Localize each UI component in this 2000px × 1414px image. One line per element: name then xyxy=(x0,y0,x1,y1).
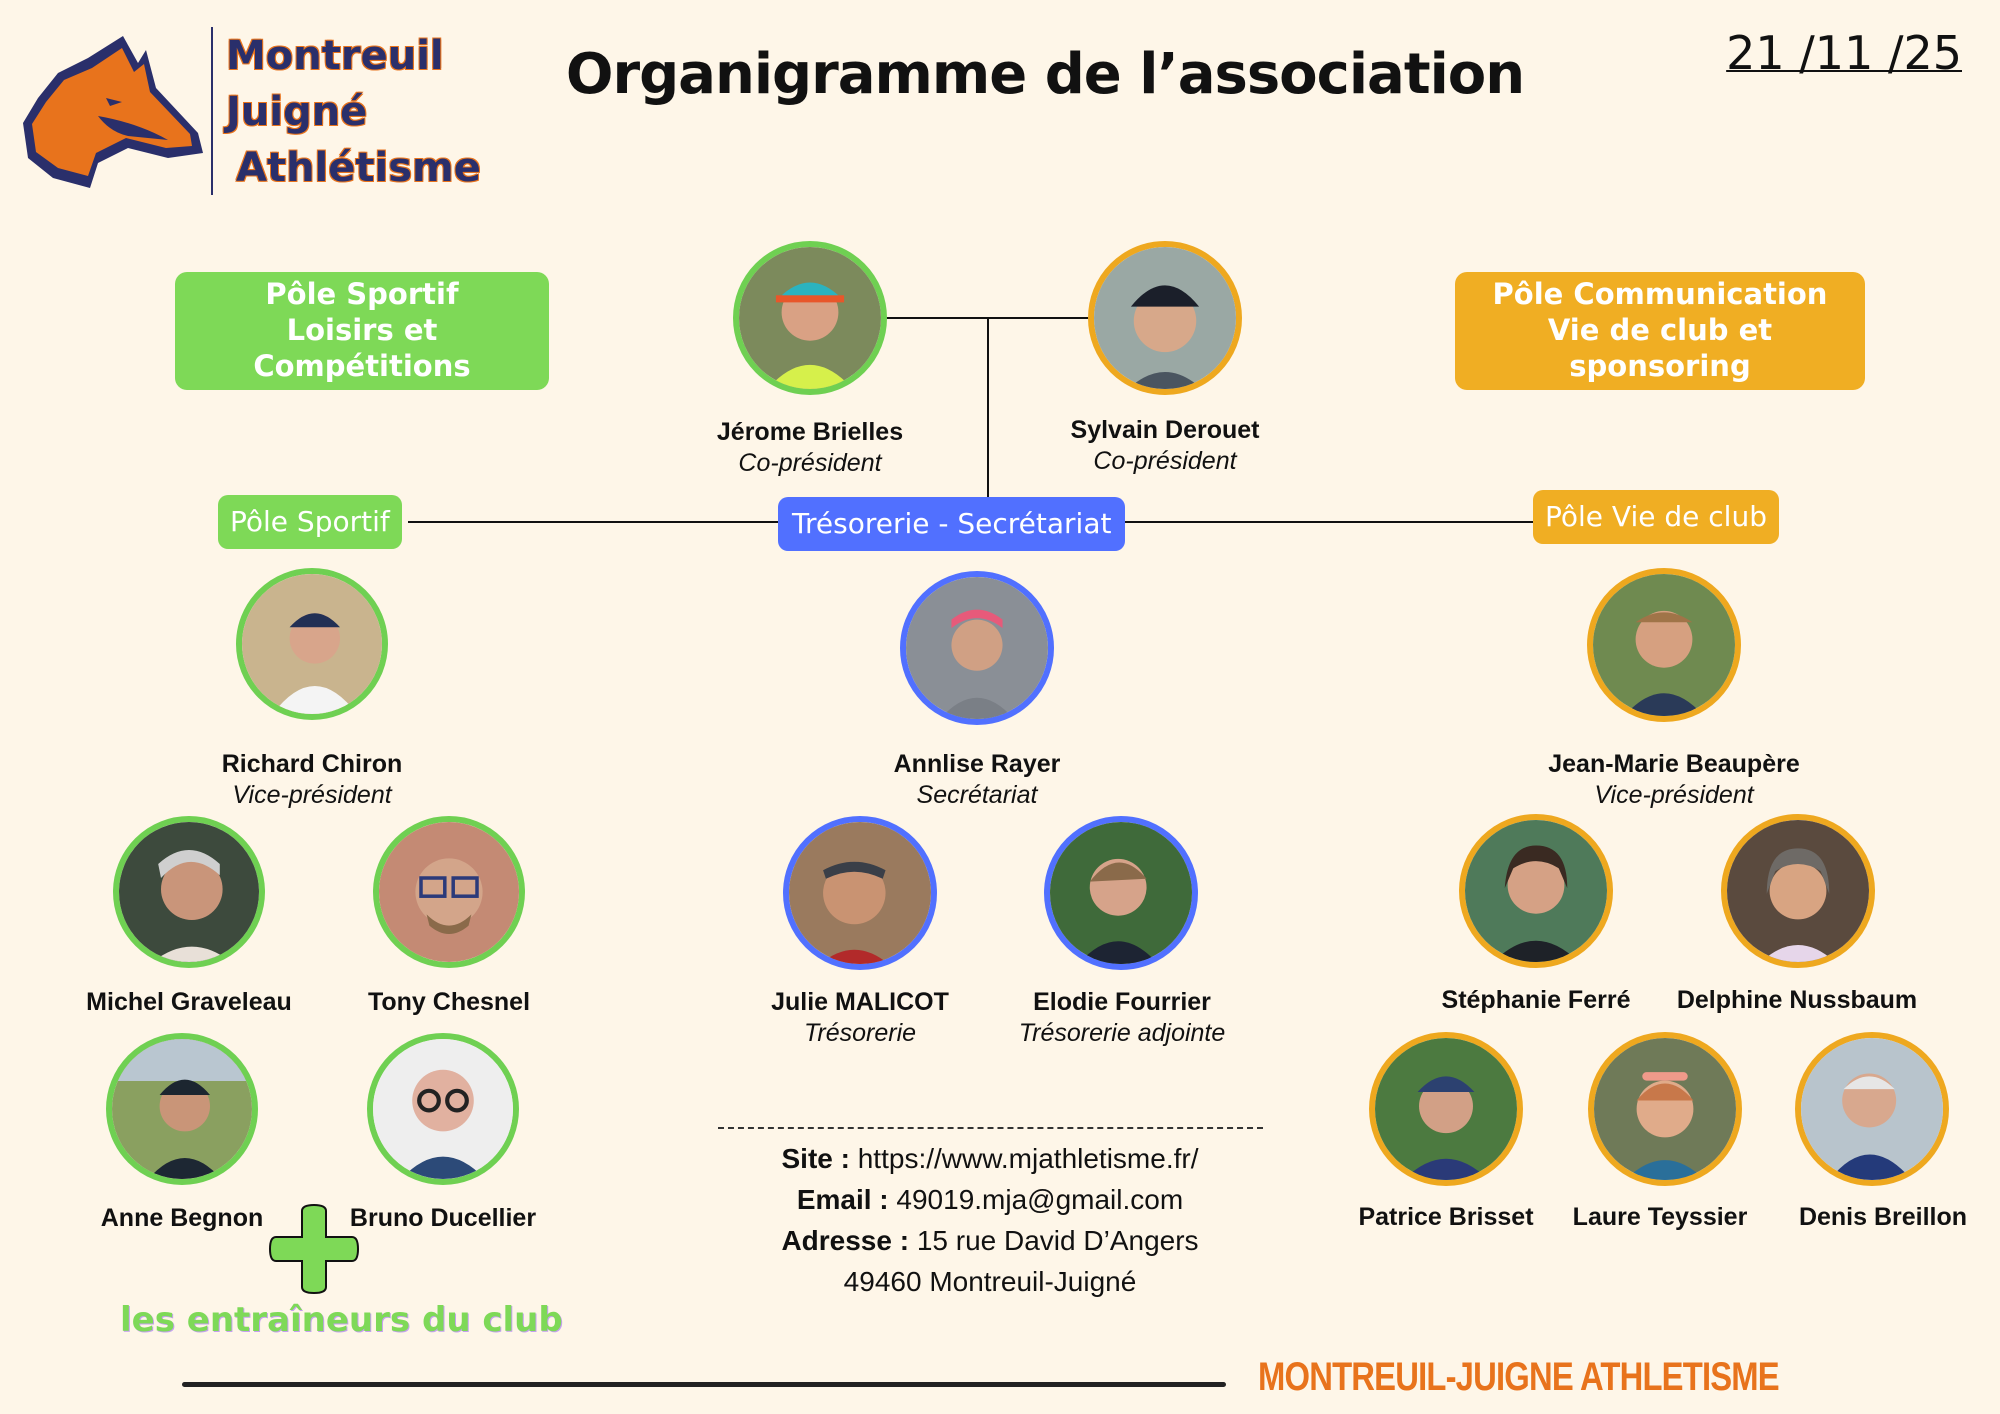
contact-divider xyxy=(718,1127,1263,1129)
coaches-note: les entraîneurs du club xyxy=(120,1300,563,1340)
address-line-2: 49460 Montreuil-Juigné xyxy=(843,1266,1137,1297)
person-name: Michel Graveleau xyxy=(86,988,292,1016)
person-anne-begnon: Anne Begnon xyxy=(32,1202,332,1234)
contact-site: Site : https://www.mjathletisme.fr/ xyxy=(720,1138,1260,1179)
pole-sport-header-line-1: Pôle Sportif xyxy=(265,277,459,311)
treasury-secretariat-badge: Trésorerie - Secrétariat xyxy=(778,497,1126,551)
site-link[interactable]: https://www.mjathletisme.fr/ xyxy=(857,1143,1199,1174)
person-laure-teyssier: Laure Teyssier xyxy=(1510,1201,1810,1233)
person-name: Patrice Brisset xyxy=(1358,1203,1534,1231)
footer-divider xyxy=(182,1382,1226,1387)
person-role: Trésorerie adjointe xyxy=(1018,1019,1226,1047)
person-role: Co-président xyxy=(1093,447,1237,475)
logo-line-3: Athlétisme xyxy=(236,145,481,191)
avatar-bruno-ducellier xyxy=(367,1033,519,1185)
person-patrice-brisset: Patrice Brisset xyxy=(1296,1201,1596,1233)
logo-divider xyxy=(211,27,213,195)
person-delphine-nussbaum: Delphine Nussbaum xyxy=(1647,984,1947,1016)
person-annlise-rayer: Annlise Rayer Secrétariat xyxy=(827,748,1127,810)
avatar-michel-graveleau xyxy=(113,816,265,968)
site-label: Site : xyxy=(781,1143,850,1174)
pole-communication-header: Pôle Communication Vie de club et sponso… xyxy=(1455,272,1865,390)
contact-info: Site : https://www.mjathletisme.fr/ Emai… xyxy=(720,1138,1260,1302)
vertical-connector xyxy=(987,318,989,498)
person-name: Sylvain Derouet xyxy=(1070,416,1260,444)
logo-line-1: Montreuil xyxy=(226,33,444,79)
person-name: Richard Chiron xyxy=(221,750,403,778)
person-name: Laure Teyssier xyxy=(1572,1203,1748,1231)
address-label: Adresse : xyxy=(781,1225,910,1256)
avatar-delphine-nussbaum xyxy=(1721,814,1875,968)
pole-sport-badge: Pôle Sportif xyxy=(218,495,402,549)
person-bruno-ducellier: Bruno Ducellier xyxy=(293,1202,593,1234)
person-julie-malicot: Julie MALICOT Trésorerie xyxy=(710,986,1010,1048)
date-label: 21 /11 /25 xyxy=(1726,26,1962,80)
person-tony-chesnel: Tony Chesnel xyxy=(299,986,599,1018)
address-line-1: 15 rue David D’Angers xyxy=(916,1225,1199,1256)
pole-communication-header-line-1: Pôle Communication xyxy=(1492,277,1828,311)
person-jean-marie-beaupere: Jean-Marie Beaupère Vice-président xyxy=(1524,748,1824,810)
person-name: Anne Begnon xyxy=(100,1204,264,1232)
person-role: Vice-président xyxy=(232,781,392,809)
person-name: Jérome Brielles xyxy=(716,418,904,446)
email-label: Email : xyxy=(796,1184,889,1215)
person-name: Bruno Ducellier xyxy=(349,1204,537,1232)
person-name: Elodie Fourrier xyxy=(1033,988,1211,1016)
person-name: Annlise Rayer xyxy=(893,750,1061,778)
club-logo-text: Montreuil Juigné Athlétisme xyxy=(226,28,481,196)
plus-icon xyxy=(268,1203,360,1295)
person-jerome-brielles: Jérome Brielles Co-président xyxy=(660,416,960,478)
person-name: Denis Breillon xyxy=(1798,1203,1968,1231)
person-role: Vice-président xyxy=(1594,781,1754,809)
person-name: Tony Chesnel xyxy=(367,988,531,1016)
email-link[interactable]: 49019.mja@gmail.com xyxy=(896,1184,1184,1215)
avatar-sylvain-derouet xyxy=(1088,241,1242,395)
logo-line-2: Juigné xyxy=(226,89,368,135)
avatar-tony-chesnel xyxy=(373,816,525,968)
person-stephanie-ferre: Stéphanie Ferré xyxy=(1386,984,1686,1016)
person-role: Co-président xyxy=(738,449,882,477)
avatar-jerome-brielles xyxy=(733,241,887,395)
person-name: Delphine Nussbaum xyxy=(1676,986,1918,1014)
wolf-logo-icon xyxy=(18,28,203,193)
avatar-anne-begnon xyxy=(106,1033,258,1185)
person-name: Julie MALICOT xyxy=(771,988,949,1016)
avatar-julie-malicot xyxy=(783,816,937,970)
person-sylvain-derouet: Sylvain Derouet Co-président xyxy=(1015,414,1315,476)
contact-address: Adresse : 15 rue David D’Angers xyxy=(720,1220,1260,1261)
person-role: Trésorerie xyxy=(803,1019,917,1047)
person-denis-breillon: Denis Breillon xyxy=(1733,1201,2000,1233)
pole-sport-header: Pôle Sportif Loisirs et Compétitions xyxy=(175,272,549,390)
avatar-jean-marie-beaupere xyxy=(1587,568,1741,722)
avatar-annlise-rayer xyxy=(900,571,1054,725)
avatar-patrice-brisset xyxy=(1369,1032,1523,1186)
person-michel-graveleau: Michel Graveleau xyxy=(39,986,339,1018)
pole-club-life-badge: Pôle Vie de club xyxy=(1533,490,1779,544)
person-name: Jean-Marie Beaupère xyxy=(1548,750,1800,778)
contact-email: Email : 49019.mja@gmail.com xyxy=(720,1179,1260,1220)
avatar-richard-chiron xyxy=(236,568,388,720)
page-title: Organigramme de l’association xyxy=(565,42,1525,107)
footer-brand: MONTREUIL-JUIGNE ATHLETISME xyxy=(1258,1355,1780,1399)
avatar-laure-teyssier xyxy=(1588,1032,1742,1186)
person-elodie-fourrier: Elodie Fourrier Trésorerie adjointe xyxy=(972,986,1272,1048)
avatar-stephanie-ferre xyxy=(1459,814,1613,968)
pole-communication-header-line-2: Vie de club et sponsoring xyxy=(1547,313,1773,383)
person-richard-chiron: Richard Chiron Vice-président xyxy=(162,748,462,810)
pole-sport-header-line-2: Loisirs et Compétitions xyxy=(253,313,471,383)
avatar-denis-breillon xyxy=(1795,1032,1949,1186)
person-name: Stéphanie Ferré xyxy=(1441,986,1631,1014)
avatar-elodie-fourrier xyxy=(1044,816,1198,970)
person-role: Secrétariat xyxy=(916,781,1038,809)
